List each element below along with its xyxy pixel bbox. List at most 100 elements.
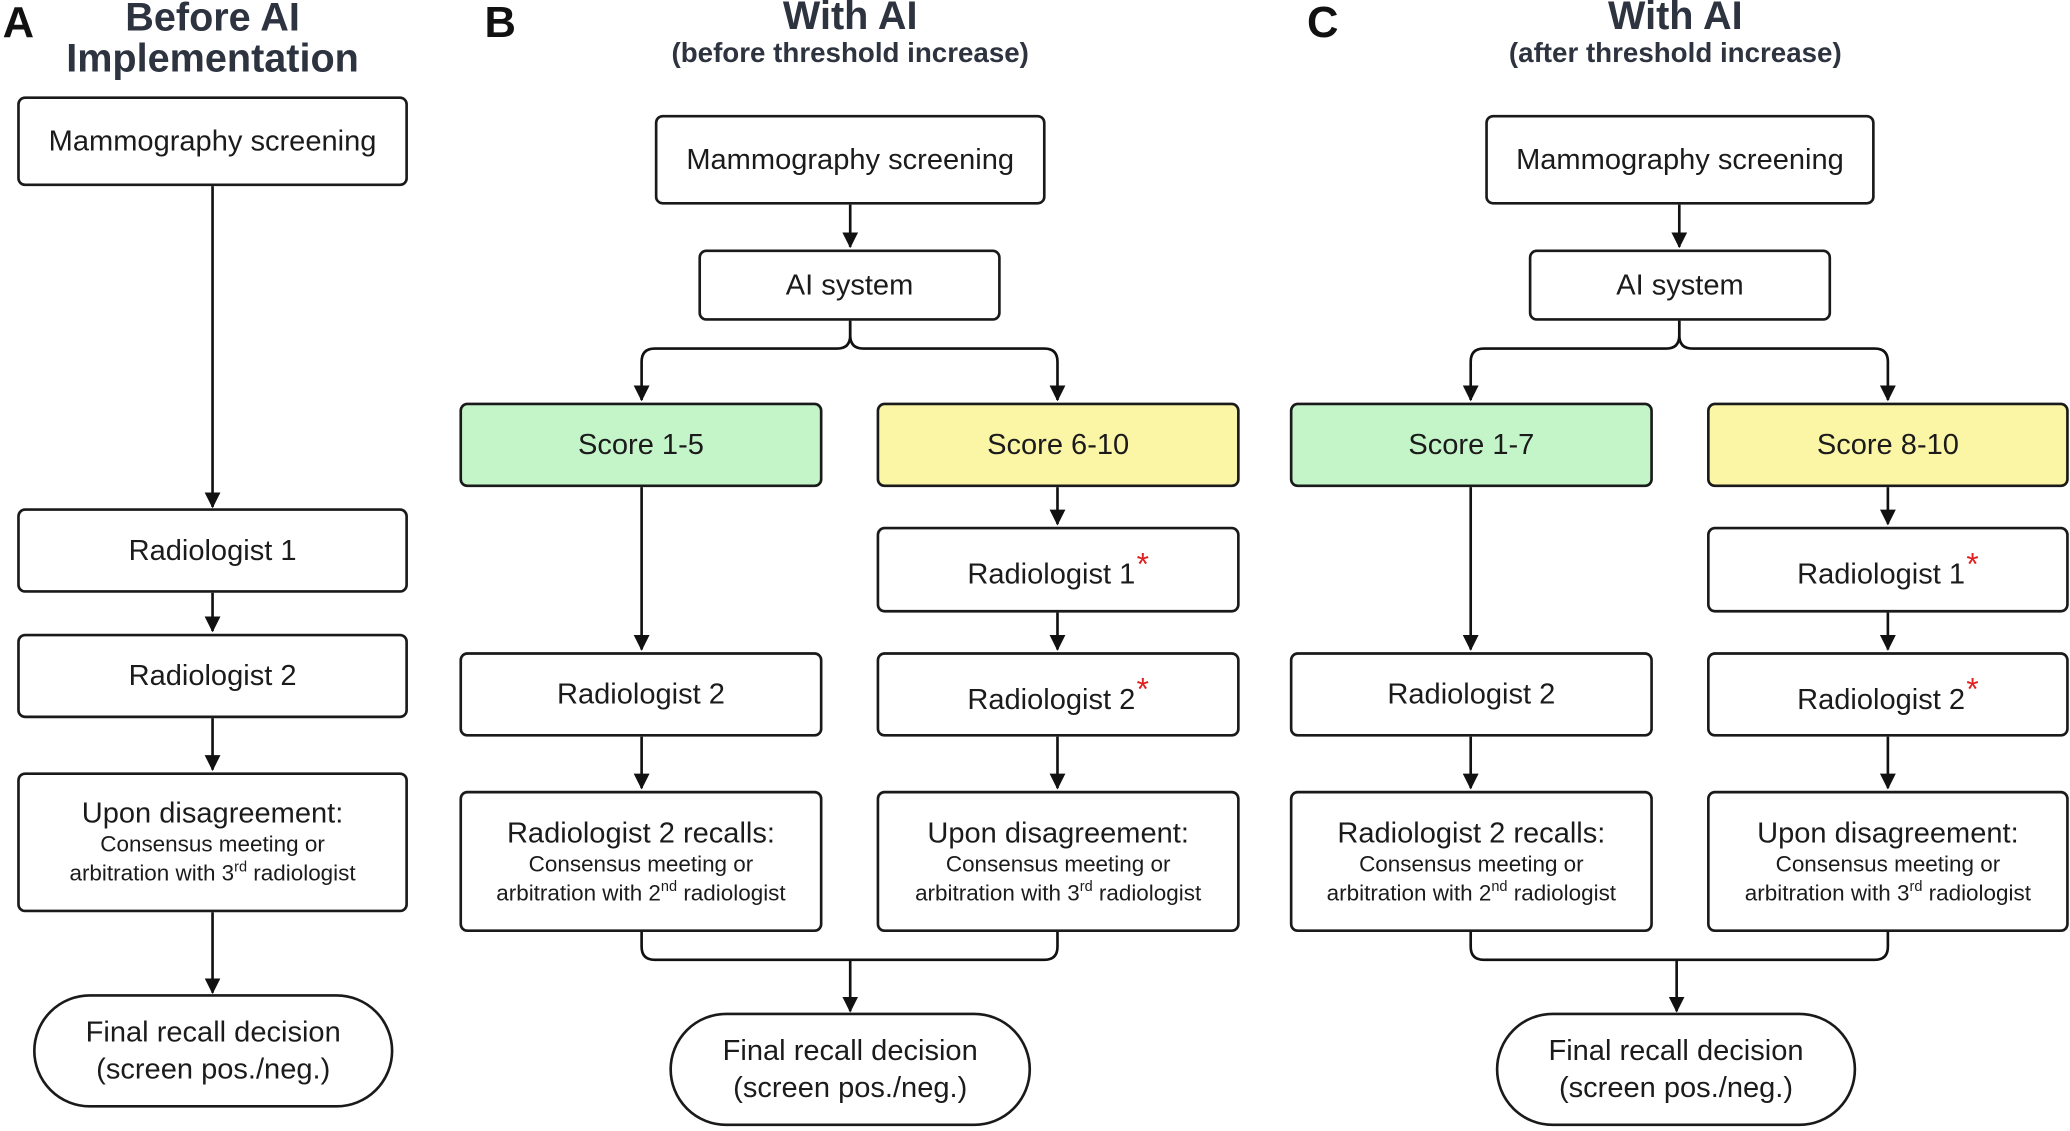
panel-b-letter: B bbox=[484, 0, 516, 47]
panel-b-disagree-line2b: radiologist bbox=[1092, 879, 1202, 905]
panel-c-rad2-star: * bbox=[1966, 671, 1979, 707]
panel-b-disagree-box: Upon disagreement: Consensus meeting or … bbox=[876, 790, 1240, 933]
panel-b-final-line1: Final recall decision bbox=[722, 1033, 978, 1067]
panel-c-final-line1: Final recall decision bbox=[1548, 1033, 1804, 1067]
panel-a-disagree-heading: Upon disagreement: bbox=[81, 796, 344, 830]
panel-c-disagree-line2a: arbitration with 3 bbox=[1744, 879, 1910, 905]
panel-b-rad2-star: * bbox=[1136, 671, 1149, 707]
panel-b-rad1-star: * bbox=[1136, 546, 1149, 583]
arrow-c-ai-to-score-low bbox=[1462, 320, 1681, 402]
panel-a-disagree-line2a: arbitration with 3 bbox=[69, 860, 235, 886]
panel-c-recall-ordinal: nd bbox=[1491, 878, 1508, 895]
panel-b-recall-box: Radiologist 2 recalls: Consensus meeting… bbox=[459, 790, 823, 933]
panel-c-score-high-box: Score 8-10 bbox=[1707, 402, 2069, 488]
panel-b-recall-line2b: radiologist bbox=[677, 879, 786, 905]
panel-a-disagree-ordinal: rd bbox=[234, 859, 248, 876]
panel-a-screening-label: Mammography screening bbox=[48, 124, 377, 158]
panel-c-disagree-line2b: radiologist bbox=[1922, 879, 2031, 905]
arrow-b-ai-to-score-low bbox=[633, 320, 852, 402]
panel-b-title: With AI (before threshold increase) bbox=[620, 0, 1079, 71]
panel-a-disagree-line2: arbitration with 3rd radiologist bbox=[69, 859, 355, 888]
panel-c-left-rad2-label: Radiologist 2 bbox=[1387, 677, 1556, 711]
panel-c-rad1-star: * bbox=[1966, 546, 1979, 583]
panel-c-recall-line2a: arbitration with 2 bbox=[1326, 879, 1492, 905]
panel-b-disagree-line1: Consensus meeting or bbox=[945, 850, 1171, 876]
panel-a-disagree-box: Upon disagreement: Consensus meeting or … bbox=[17, 772, 408, 913]
panel-c-letter: C bbox=[1306, 0, 1339, 47]
panel-b-final-line2: (screen pos./neg.) bbox=[733, 1070, 968, 1104]
arrow-b-ai-to-score-high bbox=[848, 320, 1066, 402]
panel-c-recall-line1: Consensus meeting or bbox=[1359, 850, 1584, 876]
panel-c-score-low-box: Score 1-7 bbox=[1289, 402, 1653, 488]
panel-a-rad1-label: Radiologist 1 bbox=[128, 533, 297, 567]
panel-c-right-rad2-box: Radiologist 2* bbox=[1707, 652, 2069, 737]
panel-c-disagree-heading: Upon disagreement: bbox=[1757, 815, 2019, 849]
panel-b-left-rad2-label: Radiologist 2 bbox=[557, 677, 725, 711]
panel-a-rad1-box: Radiologist 1 bbox=[17, 508, 408, 593]
panel-a-title-line1: Before AI bbox=[125, 0, 300, 40]
panel-a-title-line2: Implementation bbox=[66, 36, 359, 81]
panel-a-final-box: Final recall decision (screen pos./neg.) bbox=[33, 994, 394, 1108]
panel-c-right-rad1-label: Radiologist 1 bbox=[1797, 557, 1966, 591]
panel-b-right-rad1-box: Radiologist 1* bbox=[876, 526, 1240, 613]
panel-a-final-line1: Final recall decision bbox=[85, 1015, 341, 1049]
panel-b-recall-ordinal: nd bbox=[660, 878, 678, 895]
panel-c-final-line2: (screen pos./neg.) bbox=[1558, 1070, 1794, 1104]
panel-b-recall-line1: Consensus meeting or bbox=[528, 850, 754, 876]
panel-c-ai-box: AI system bbox=[1528, 249, 1832, 321]
panel-c-disagree-box: Upon disagreement: Consensus meeting or … bbox=[1707, 790, 2069, 933]
panel-b-right-rad1-label: Radiologist 1 bbox=[967, 557, 1136, 591]
panel-b-score-high-box: Score 6-10 bbox=[876, 402, 1240, 488]
arrow-c-ai-to-score-high bbox=[1677, 320, 1896, 402]
panel-b-final-box: Final recall decision (screen pos./neg.) bbox=[669, 1012, 1032, 1127]
panel-a-letter: A bbox=[2, 0, 35, 47]
panel-b-recall-heading: Radiologist 2 recalls: bbox=[506, 815, 775, 849]
panel-b-score-low-box: Score 1-5 bbox=[459, 402, 823, 488]
panel-b-recall-line2: arbitration with 2nd radiologist bbox=[496, 879, 785, 908]
panel-b-right-rad2-label: Radiologist 2 bbox=[967, 681, 1136, 715]
panel-a-rad2-label: Radiologist 2 bbox=[128, 658, 297, 692]
panel-c-title-main: With AI bbox=[1608, 0, 1743, 39]
panel-c-right-rad2-text: Radiologist 2* bbox=[1797, 671, 1979, 717]
panel-b-screening-label: Mammography screening bbox=[686, 142, 1015, 176]
panel-a-title: Before AI Implementation bbox=[18, 0, 406, 79]
panel-b-disagree-line2: arbitration with 3rd radiologist bbox=[915, 879, 1201, 908]
panel-a-rad2-box: Radiologist 2 bbox=[17, 633, 408, 719]
panel-a-disagree-line2b: radiologist bbox=[247, 860, 356, 886]
panel-b-disagree-ordinal: rd bbox=[1079, 878, 1093, 895]
panel-a-disagree-line1: Consensus meeting or bbox=[100, 831, 325, 857]
merge-line-c bbox=[1469, 932, 1890, 962]
panel-c-recall-line2b: radiologist bbox=[1507, 879, 1617, 905]
panel-c-right-rad1-box: Radiologist 1* bbox=[1707, 526, 2069, 613]
panel-c-ai-label: AI system bbox=[1616, 268, 1744, 302]
panel-c-disagree-ordinal: rd bbox=[1909, 878, 1923, 895]
panel-c-recall-line2: arbitration with 2nd radiologist bbox=[1327, 879, 1616, 908]
panel-c-screening-box: Mammography screening bbox=[1485, 114, 1875, 205]
panel-b-title-main: With AI bbox=[782, 0, 918, 39]
panel-a-screening-box: Mammography screening bbox=[17, 96, 408, 187]
panel-c-final-box: Final recall decision (screen pos./neg.) bbox=[1495, 1012, 1857, 1127]
panel-c-recall-heading: Radiologist 2 recalls: bbox=[1337, 815, 1606, 849]
panel-c-screening-label: Mammography screening bbox=[1516, 142, 1844, 176]
panel-c-right-rad1-text: Radiologist 1* bbox=[1797, 546, 1979, 592]
panel-b-title-sub: (before threshold increase) bbox=[671, 38, 1029, 69]
merge-line-b bbox=[640, 932, 1059, 962]
panel-b-score-high-label: Score 6-10 bbox=[987, 427, 1130, 461]
panel-c-title: With AI (after threshold increase) bbox=[1444, 0, 1906, 71]
panel-c-title-sub: (after threshold increase) bbox=[1508, 38, 1842, 69]
panel-b-right-rad1-text: Radiologist 1* bbox=[967, 546, 1149, 592]
panel-b-screening-box: Mammography screening bbox=[654, 114, 1046, 205]
panel-b-disagree-line2a: arbitration with 3 bbox=[915, 879, 1080, 905]
panel-b-ai-label: AI system bbox=[785, 268, 914, 302]
panel-c-disagree-line2: arbitration with 3rd radiologist bbox=[1745, 879, 2031, 908]
panel-b-ai-box: AI system bbox=[698, 249, 1001, 321]
panel-c-right-rad2-label: Radiologist 2 bbox=[1797, 681, 1966, 715]
panel-c-left-rad2-box: Radiologist 2 bbox=[1289, 652, 1653, 737]
panel-b-score-low-label: Score 1-5 bbox=[577, 427, 704, 461]
panel-b-recall-line2a: arbitration with 2 bbox=[496, 879, 661, 905]
panel-c-score-high-label: Score 8-10 bbox=[1816, 427, 1959, 461]
panel-a-final-line2: (screen pos./neg.) bbox=[96, 1052, 331, 1086]
panel-c-score-low-label: Score 1-7 bbox=[1408, 427, 1535, 461]
